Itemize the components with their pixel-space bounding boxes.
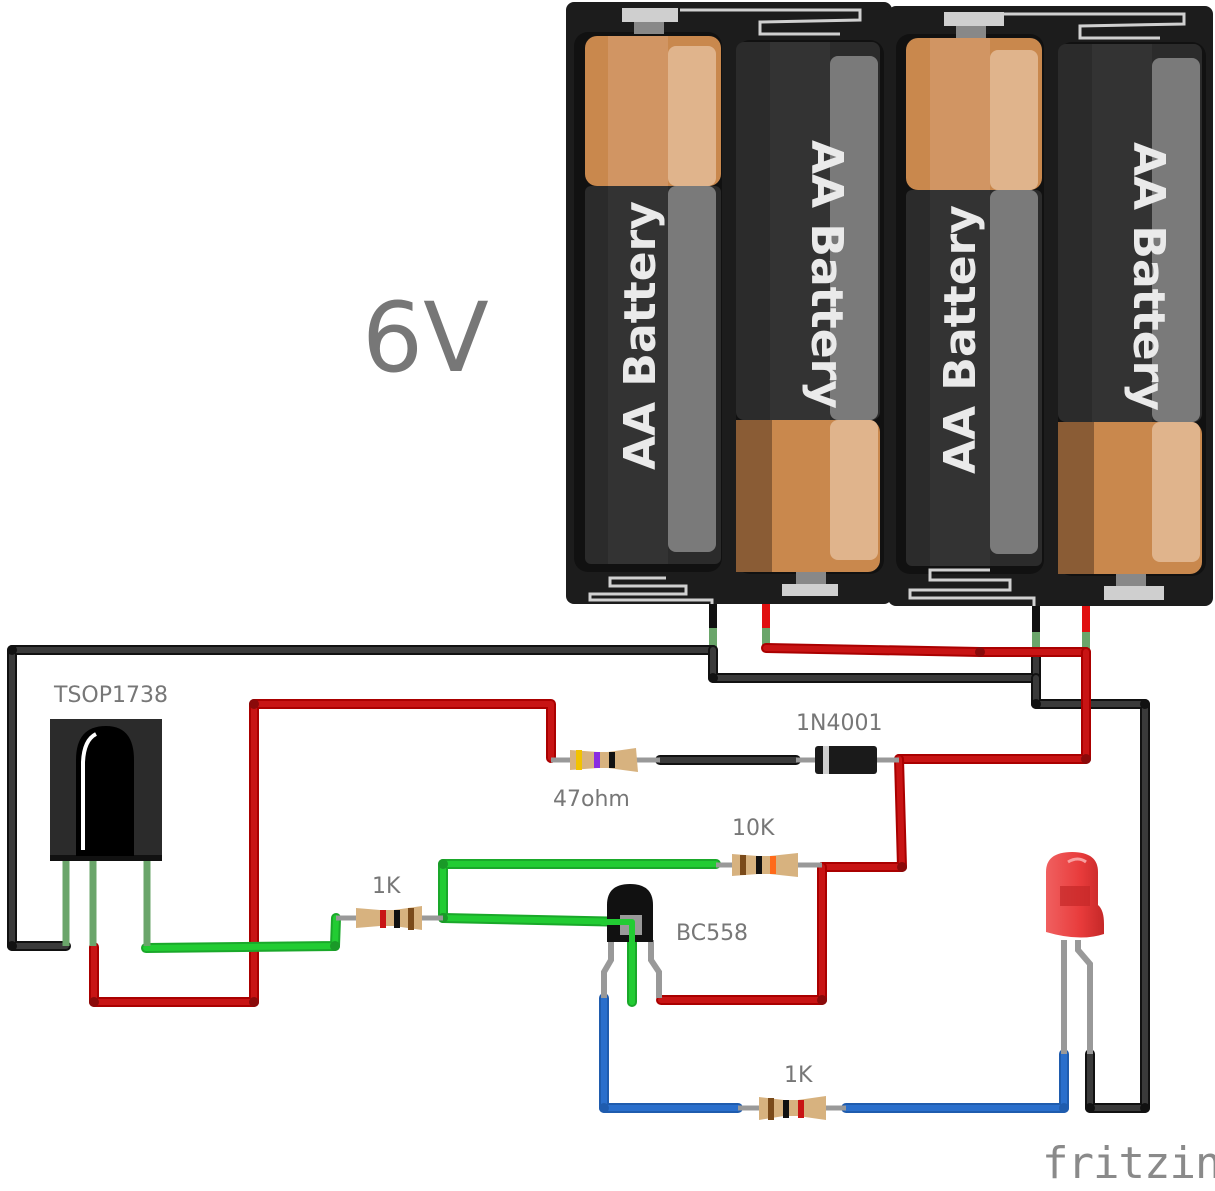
wire-green[interactable] [438,859,721,923]
battery-terminal-nub [956,26,986,38]
diode-label: 1N4001 [796,711,882,736]
aa-battery-cell: AA Battery [896,34,1044,574]
led-red[interactable] [1046,852,1104,1054]
resistor-1k-base-label: 1K [372,874,401,899]
transistor-label: BC558 [676,921,748,946]
battery-holder-1[interactable]: AA Battery AA Battery [566,2,892,606]
wire-red[interactable] [817,754,907,872]
battery-holder-2[interactable]: AA Battery AA Battery [888,6,1213,608]
battery-label: AA Battery [615,201,666,470]
battery-terminal [782,584,838,596]
battery-spring [1004,12,1186,40]
battery-terminal-nub [634,22,664,34]
fritzing-watermark: fritzing [1042,1138,1215,1189]
battery-terminal-nub [1116,574,1146,586]
battery-terminal [944,12,1004,26]
battery-spring [588,576,714,606]
wire-junctions [7,645,1150,1113]
resistor-10k-label: 10K [732,816,775,841]
battery-terminal [1104,586,1164,600]
wire-red[interactable] [89,699,556,1007]
battery-label: AA Battery [935,205,986,474]
wire-blue[interactable] [599,993,743,1113]
ir-receiver-label: TSOP1738 [53,683,168,708]
resistor-1k-base[interactable] [336,906,443,930]
transistor-bc558[interactable] [599,884,662,1005]
wire-blue[interactable] [841,1049,1069,1113]
battery-spring [680,8,862,36]
resistor-47ohm[interactable] [551,748,660,772]
battery-terminal [622,8,678,22]
battery-label: AA Battery [801,140,852,409]
aa-battery-cell: AA Battery [736,40,884,574]
battery-terminal-nub [796,572,826,584]
diode-1n4001[interactable] [796,746,899,774]
battery-spring [908,568,1036,608]
aa-battery-cell: AA Battery [574,32,722,572]
aa-battery-cell: AA Battery [1058,42,1206,576]
resistor-1k-led-label: 1K [784,1063,813,1088]
resistor-10k[interactable] [716,853,822,877]
resistor-1k-led[interactable] [738,1096,846,1120]
voltage-label: 6V [362,282,489,394]
wires [7,643,1150,1113]
resistor-47ohm-label: 47ohm [553,787,630,812]
ir-receiver-tsop1738[interactable] [50,719,162,946]
battery-label: AA Battery [1123,142,1174,411]
